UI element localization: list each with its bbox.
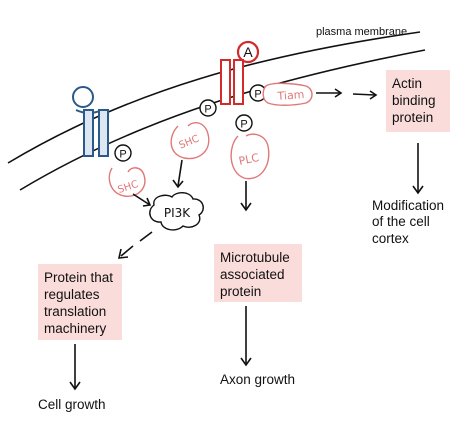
actin-binding-label: Actin binding protein xyxy=(392,76,436,125)
pi3k-node: PI3K xyxy=(149,192,204,231)
arrow-tiam-dash-2 xyxy=(352,93,376,96)
pi3k-label: PI3K xyxy=(164,206,191,220)
cortex-outcome: Modification of the cell cortex xyxy=(372,198,445,246)
tiam-label: Tiam xyxy=(276,88,305,103)
arrow-pi3k-to-translation-dash-1 xyxy=(139,231,153,242)
receptor-a-letter: A xyxy=(243,44,253,60)
translation-label: Protein that regulates translation machi… xyxy=(44,270,114,336)
svg-text:P: P xyxy=(240,119,247,131)
arrow-shc-a-down xyxy=(177,159,183,187)
membrane-line-outer xyxy=(7,31,421,164)
translation-box: Protein that regulates translation machi… xyxy=(38,264,122,340)
axon-outcome: Axon growth xyxy=(220,372,296,387)
actin-binding-box: Actin binding protein xyxy=(386,70,450,132)
phospho-blue-label: P xyxy=(119,149,126,161)
membrane-label: plasma membrane xyxy=(316,26,408,38)
plc-adaptor: PLC xyxy=(230,133,270,180)
receptor-a-right-bar xyxy=(233,59,244,105)
arrow-shc-to-pi3k xyxy=(132,193,151,206)
plc-label: PLC xyxy=(238,151,261,168)
phospho-a-left: P xyxy=(199,99,217,117)
arrow-pi3k-to-translation-dash-2 xyxy=(120,245,134,257)
shc-a-adaptor: SHC xyxy=(170,122,210,160)
microtubule-label: Microtubule associated protein xyxy=(220,250,290,299)
receptor-blue-ligand xyxy=(72,86,94,108)
svg-text:P: P xyxy=(254,89,261,101)
tiam-adaptor: Tiam xyxy=(262,82,313,106)
microtubule-box: Microtubule associated protein xyxy=(214,244,302,302)
receptor-blue-right-bar xyxy=(98,109,109,157)
receptor-a-circle xyxy=(236,40,260,64)
phospho-blue: P xyxy=(114,144,132,162)
receptor-blue xyxy=(72,86,109,157)
svg-text:P: P xyxy=(204,104,211,116)
receptor-blue-left-bar xyxy=(83,109,94,157)
cell-growth-outcome: Cell growth xyxy=(38,397,106,412)
receptor-a: A xyxy=(220,40,260,105)
receptor-a-left-bar xyxy=(220,59,231,105)
phospho-a-bottom: P xyxy=(235,114,253,132)
shc-blue-adaptor: SHC xyxy=(108,167,146,197)
